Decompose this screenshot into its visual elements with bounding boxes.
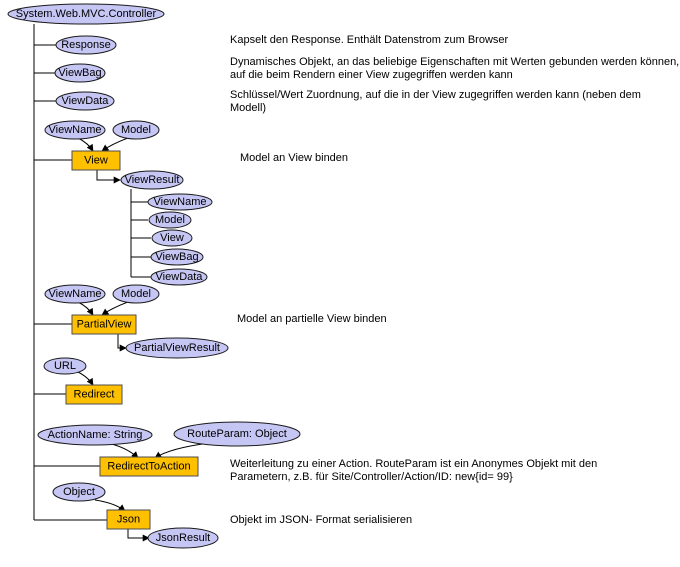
desc-redirecttoaction-line2: Parametern, z.B. für Site/Controller/Act… [230, 471, 513, 483]
desc-viewdata-line1: Schlüssel/Wert Zuordnung, auf die in der… [230, 89, 641, 101]
arrow-model-to-view [101, 137, 129, 152]
node-pv-input-model: Model [112, 284, 160, 304]
node-partialviewresult-label: PartialViewResult [134, 342, 220, 354]
arrow-viewname-to-view [77, 137, 94, 152]
desc-response: Kapselt den Response. Enthält Datenstrom… [230, 34, 509, 46]
node-redirecttoaction: RedirectToAction [99, 456, 199, 477]
node-redirecttoaction-label: RedirectToAction [107, 461, 190, 473]
node-viewbag-label: ViewBag [58, 67, 101, 79]
node-viewresult: ViewResult [120, 170, 184, 190]
arrow-partialview-to-result [117, 334, 127, 352]
node-viewdata: ViewData [55, 91, 115, 111]
pv-input-model-label: Model [121, 288, 151, 300]
vr-model-label: Model [155, 214, 185, 226]
arrow-object-to-json [94, 499, 126, 512]
arrow-viewname-to-partialview [77, 301, 94, 316]
node-view: View [71, 150, 121, 171]
node-object: Object [52, 482, 106, 502]
vr-viewdata-label: ViewData [156, 271, 204, 283]
desc-redirecttoaction-line1: Weiterleitung zu einer Action. RoutePara… [230, 458, 598, 470]
vr-viewname-label: ViewName [154, 196, 207, 208]
node-jsonresult-label: JsonResult [156, 532, 210, 544]
node-vr-viewbag: ViewBag [150, 248, 204, 266]
desc-viewbag-line1: Dynamisches Objekt, an das beliebige Eig… [230, 56, 680, 68]
node-partialviewresult: PartialViewResult [125, 337, 229, 359]
node-viewdata-label: ViewData [62, 95, 110, 107]
node-viewresult-label: ViewResult [125, 174, 180, 186]
desc-viewdata-line2: Modell) [230, 102, 267, 114]
node-routeparam: RouteParam: Object [173, 421, 301, 447]
arrow-url-to-redirect [77, 371, 94, 386]
vr-viewbag-label: ViewBag [155, 251, 198, 263]
node-vr-model: Model [148, 211, 192, 229]
node-viewbag: ViewBag [54, 63, 106, 83]
pv-input-viewname-label: ViewName [49, 288, 102, 300]
node-redirect-label: Redirect [74, 389, 115, 401]
node-redirect: Redirect [65, 384, 123, 405]
node-url: URL [43, 357, 87, 375]
desc-partialview: Model an partielle View binden [237, 313, 387, 325]
vr-view-label: View [160, 232, 184, 244]
node-jsonresult: JsonResult [147, 527, 219, 549]
node-root-label: System.Web.MVC.Controller [16, 8, 157, 20]
node-partialview: PartialView [71, 314, 137, 335]
node-actionname-label: ActionName: String [48, 429, 143, 441]
node-pv-input-viewname: ViewName [44, 284, 106, 304]
arrow-model-to-partialview [101, 301, 129, 316]
node-object-label: Object [63, 486, 95, 498]
node-view-label: View [84, 155, 108, 167]
node-json: Json [106, 509, 151, 530]
node-routeparam-label: RouteParam: Object [187, 428, 287, 440]
node-vr-viewname: ViewName [147, 193, 213, 211]
arrow-actionname-to-rta [107, 442, 139, 459]
view-input-model-label: Model [121, 124, 151, 136]
desc-viewbag-line2: auf die beim Rendern einer View zugegrif… [230, 69, 513, 81]
node-view-input-viewname: ViewName [44, 120, 106, 140]
node-vr-viewdata: ViewData [150, 268, 208, 286]
node-url-label: URL [54, 360, 76, 372]
arrow-routeparam-to-rta [154, 442, 211, 459]
view-input-viewname-label: ViewName [49, 124, 102, 136]
node-json-label: Json [117, 514, 140, 526]
arrow-json-to-jsonresult [127, 529, 150, 542]
node-response: Response [55, 35, 117, 55]
node-root: System.Web.MVC.Controller [7, 3, 165, 25]
node-partialview-label: PartialView [77, 319, 132, 331]
arrow-view-to-viewresult [96, 170, 121, 184]
node-vr-view: View [151, 229, 193, 247]
desc-json: Objekt im JSON- Format serialisieren [230, 514, 413, 526]
desc-view: Model an View binden [240, 152, 349, 164]
node-response-label: Response [61, 39, 111, 51]
node-actionname: ActionName: String [37, 424, 153, 446]
node-view-input-model: Model [112, 120, 160, 140]
